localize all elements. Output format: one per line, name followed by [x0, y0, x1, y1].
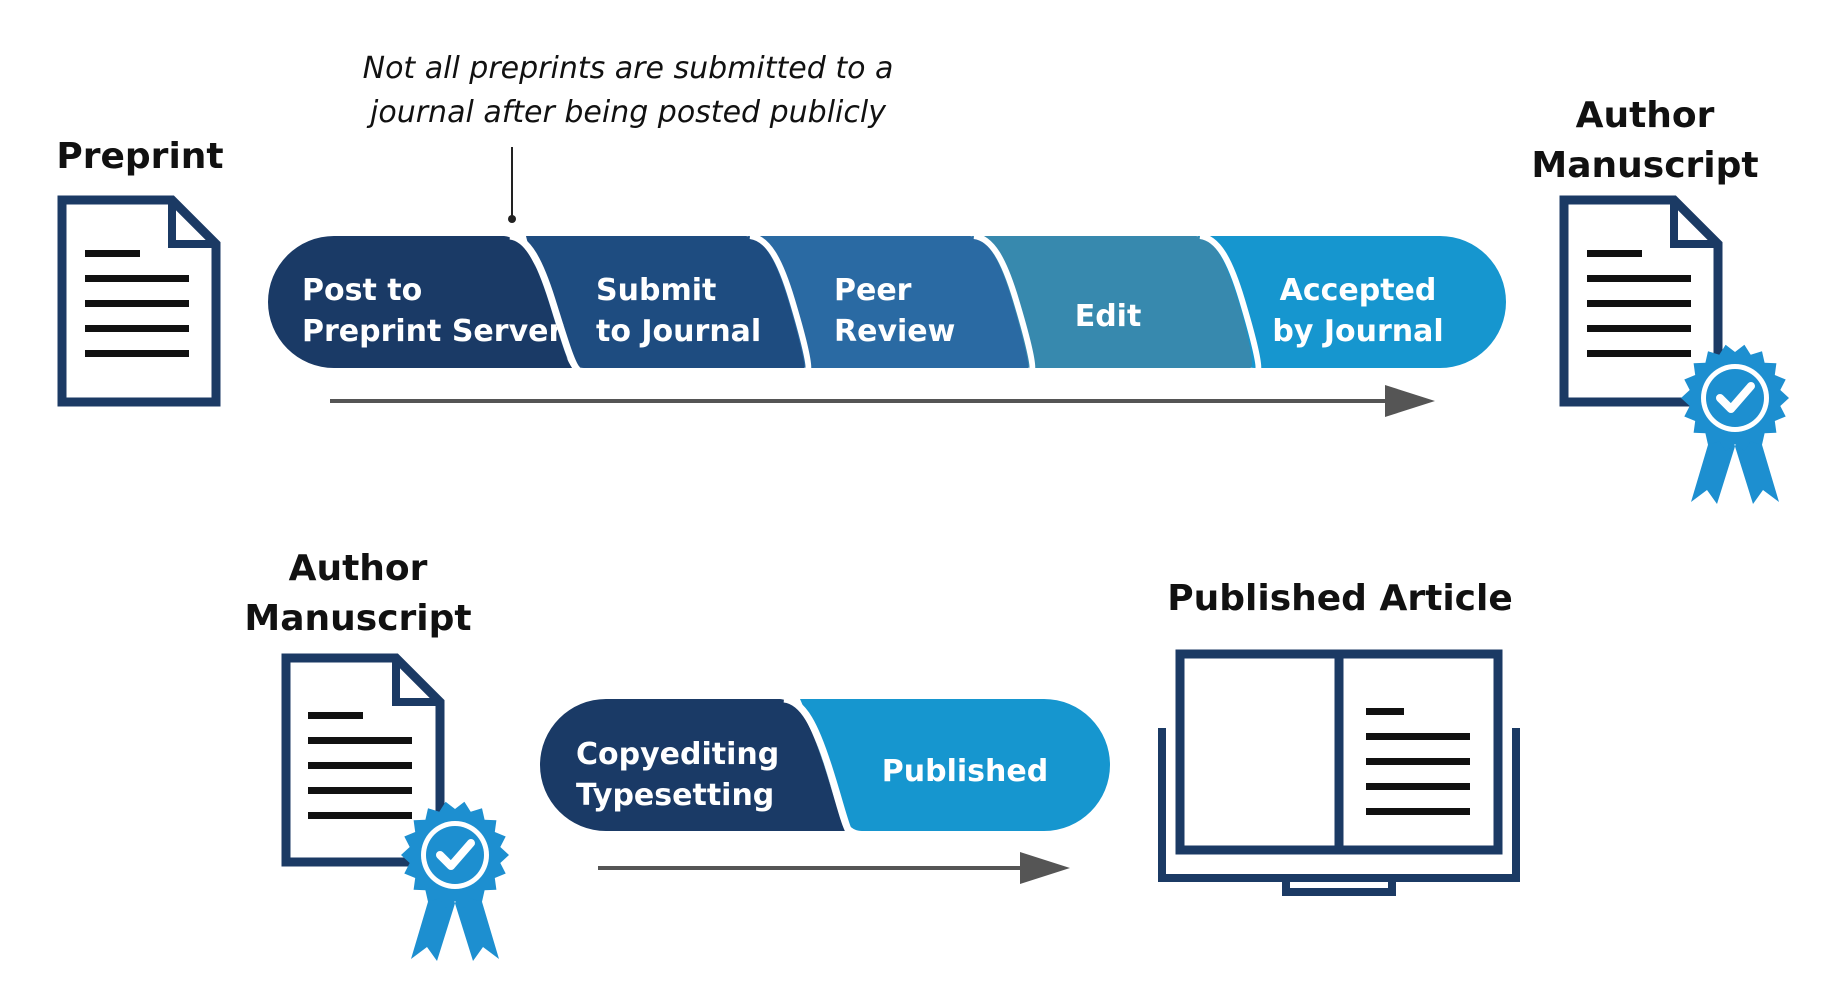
- author-manuscript-document-icon-top: [1559, 195, 1723, 407]
- stage-label-peer-1: Peer: [834, 273, 912, 308]
- preprint-document-icon: [57, 195, 221, 407]
- stage-peer-review: [748, 236, 1029, 368]
- stage-label-edit: Edit: [1075, 299, 1142, 334]
- top-flow-arrow: [330, 385, 1435, 417]
- certified-badge-icon-bottom: [401, 801, 509, 961]
- preprint-label: Preprint: [56, 136, 223, 177]
- author-manuscript-label-top-1: Author: [1576, 95, 1715, 136]
- stage-label-copyediting: Copyediting: [576, 737, 779, 772]
- author-manuscript-label-bottom-1: Author: [289, 548, 428, 589]
- stage-label-post-to-1: Post to: [302, 273, 422, 308]
- stage-label-post-to-2: Preprint Server: [302, 314, 563, 349]
- stage-post-to-preprint-server: [268, 236, 574, 368]
- stage-label-typesetting: Typesetting: [576, 778, 774, 813]
- stage-submit-to-journal: [526, 236, 805, 368]
- stage-label-submit-2: to Journal: [596, 314, 761, 349]
- note-line-2: journal after being posted publicly: [366, 95, 887, 130]
- stage-label-published: Published: [882, 754, 1048, 789]
- note-pointer-dot: [508, 215, 516, 223]
- certified-badge-icon-top: [1681, 344, 1789, 504]
- top-stage-bar: [268, 232, 1506, 373]
- author-manuscript-document-icon-bottom: [281, 653, 445, 867]
- stage-published: [800, 699, 1110, 831]
- stage-label-submit-1: Submit: [596, 273, 716, 308]
- author-manuscript-label-bottom-2: Manuscript: [244, 598, 471, 639]
- stage-copyediting-typesetting: [540, 699, 846, 831]
- stage-label-accepted-2: by Journal: [1272, 314, 1443, 349]
- bottom-flow-arrow: [598, 852, 1070, 884]
- stage-label-peer-2: Review: [834, 314, 955, 349]
- stage-accepted-by-journal: [1197, 236, 1506, 368]
- stage-edit: [972, 236, 1252, 368]
- stage-label-accepted-1: Accepted: [1280, 273, 1437, 308]
- open-book-icon: [1158, 649, 1520, 896]
- bottom-stage-bar: [540, 695, 1110, 836]
- published-article-label: Published Article: [1167, 578, 1513, 619]
- note-line-1: Not all preprints are submitted to a: [363, 51, 894, 86]
- author-manuscript-label-top-2: Manuscript: [1531, 145, 1758, 186]
